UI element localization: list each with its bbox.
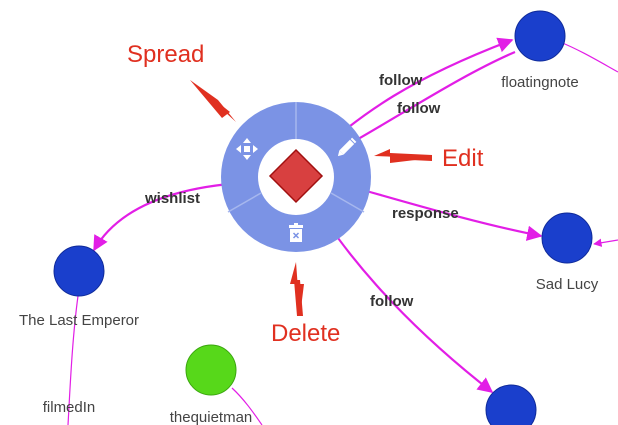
node-sad-lucy[interactable]: Sad Lucy bbox=[536, 212, 599, 293]
node-label-thequietman: thequietman bbox=[170, 409, 253, 425]
edge-label-follow-middle: follow bbox=[397, 100, 441, 117]
edge-label-response: response bbox=[392, 205, 459, 222]
node-label-last-emperor: The Last Emperor bbox=[19, 312, 139, 329]
node-label-sad-lucy: Sad Lucy bbox=[536, 276, 599, 293]
edge-label-filmedin: filmedIn bbox=[43, 399, 96, 416]
annotation-spread: Spread bbox=[127, 41, 236, 122]
trash-icon bbox=[289, 223, 303, 242]
edge-label-wishlist: wishlist bbox=[144, 190, 200, 207]
edge-sadlucy-in[interactable] bbox=[593, 238, 618, 247]
edit-button[interactable] bbox=[336, 137, 357, 159]
spread-button[interactable] bbox=[236, 138, 258, 160]
delete-button[interactable] bbox=[289, 223, 303, 242]
pencil-icon bbox=[337, 137, 357, 157]
annotation-spread-text: Spread bbox=[127, 41, 204, 68]
annotation-edit-text: Edit bbox=[442, 145, 484, 172]
node-bottom-right[interactable] bbox=[485, 384, 537, 425]
node-last-emperor[interactable]: The Last Emperor bbox=[19, 245, 139, 329]
annotation-delete: Delete bbox=[271, 262, 340, 347]
edge-floatingnote-out[interactable] bbox=[559, 41, 618, 73]
selected-node-diamond[interactable] bbox=[268, 148, 324, 204]
node-context-menu[interactable] bbox=[221, 102, 371, 252]
edge-thequietman-down[interactable] bbox=[231, 387, 263, 425]
node-thequietman[interactable]: thequietman bbox=[170, 344, 253, 425]
edge-label-follow-top: follow bbox=[379, 72, 423, 89]
move-arrows-icon bbox=[236, 138, 258, 160]
edge-last-emperor-down[interactable] bbox=[67, 295, 79, 425]
node-floatingnote[interactable]: floatingnote bbox=[501, 10, 579, 91]
annotation-edit: Edit bbox=[374, 145, 484, 172]
node-label-floatingnote: floatingnote bbox=[501, 74, 579, 91]
annotation-delete-text: Delete bbox=[271, 320, 340, 347]
edge-label-follow-bottom: follow bbox=[370, 293, 414, 310]
